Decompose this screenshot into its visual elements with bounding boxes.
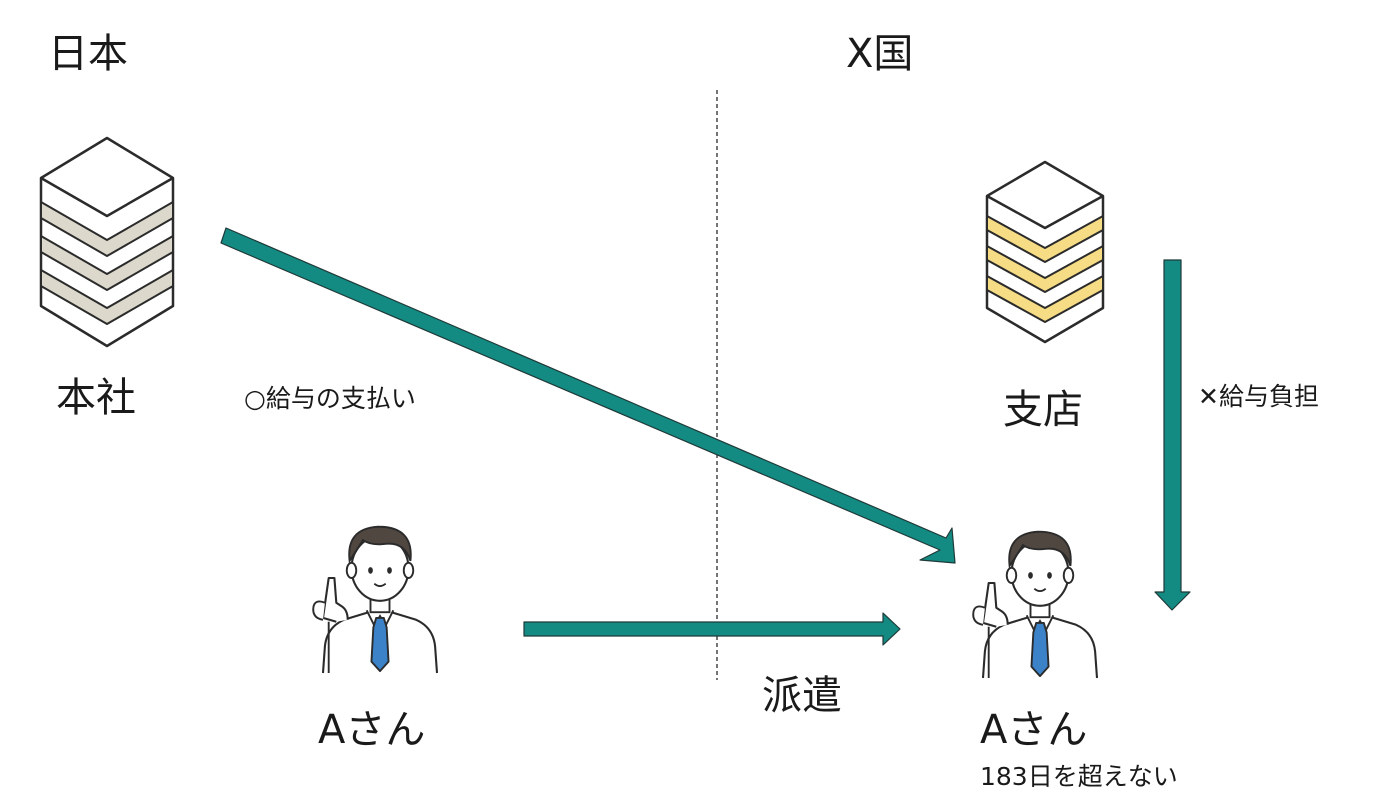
salary-burden-arrow (1154, 259, 1191, 611)
salary-burden-label: ✕給与負担 (1198, 382, 1319, 411)
person-home-icon (312, 525, 439, 675)
branch-label: 支店 (1003, 387, 1083, 433)
region-label-japan: 日本 (48, 31, 128, 77)
salary-payment-arrow (220, 227, 956, 564)
person-abroad-icon (972, 530, 1099, 680)
dispatch-arrow (523, 612, 901, 646)
head-office-building-icon (39, 136, 175, 348)
person-home-label: Aさん (318, 707, 426, 753)
salary-payment-label: ○給与の支払い (244, 384, 416, 413)
head-office-label: 本社 (56, 375, 136, 421)
dispatch-label: 派遣 (762, 673, 842, 719)
stay-duration-note: 183日を超えない (980, 762, 1178, 791)
person-abroad-label: Aさん (980, 707, 1088, 753)
region-label-x-country: X国 (846, 31, 914, 77)
branch-building-icon (985, 160, 1105, 344)
